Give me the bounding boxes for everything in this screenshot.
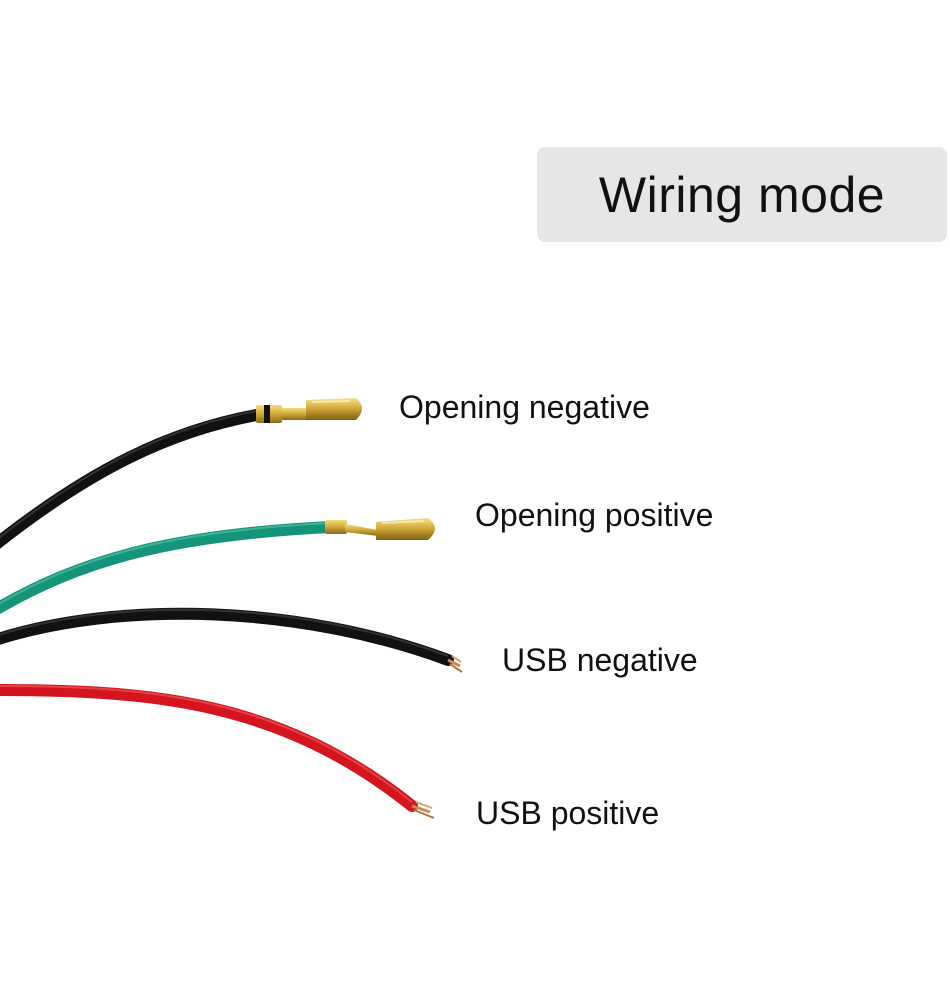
- title-box: Wiring mode: [537, 147, 947, 242]
- page-title: Wiring mode: [598, 166, 886, 223]
- label-usb-positive: USB positive: [476, 795, 660, 831]
- copper-strands-icon: [411, 801, 435, 819]
- bullet-connector-icon: [256, 398, 362, 423]
- wire-usb-positive-insulation: [0, 684, 418, 812]
- label-opening-positive: Opening positive: [475, 497, 714, 533]
- wire-opening-negative-insulation: [0, 408, 268, 549]
- wire-opening-positive-insulation: [0, 521, 336, 615]
- copper-strands-icon: [447, 655, 463, 673]
- wire-usb-negative: [0, 607, 463, 673]
- wire-opening-positive: [0, 518, 435, 615]
- wire-opening-negative: [0, 398, 362, 549]
- bullet-connector-icon: [325, 518, 435, 540]
- label-opening-negative: Opening negative: [399, 389, 650, 425]
- label-usb-negative: USB negative: [502, 642, 698, 678]
- wire-usb-positive: [0, 684, 435, 819]
- wire-usb-negative-insulation: [0, 607, 454, 666]
